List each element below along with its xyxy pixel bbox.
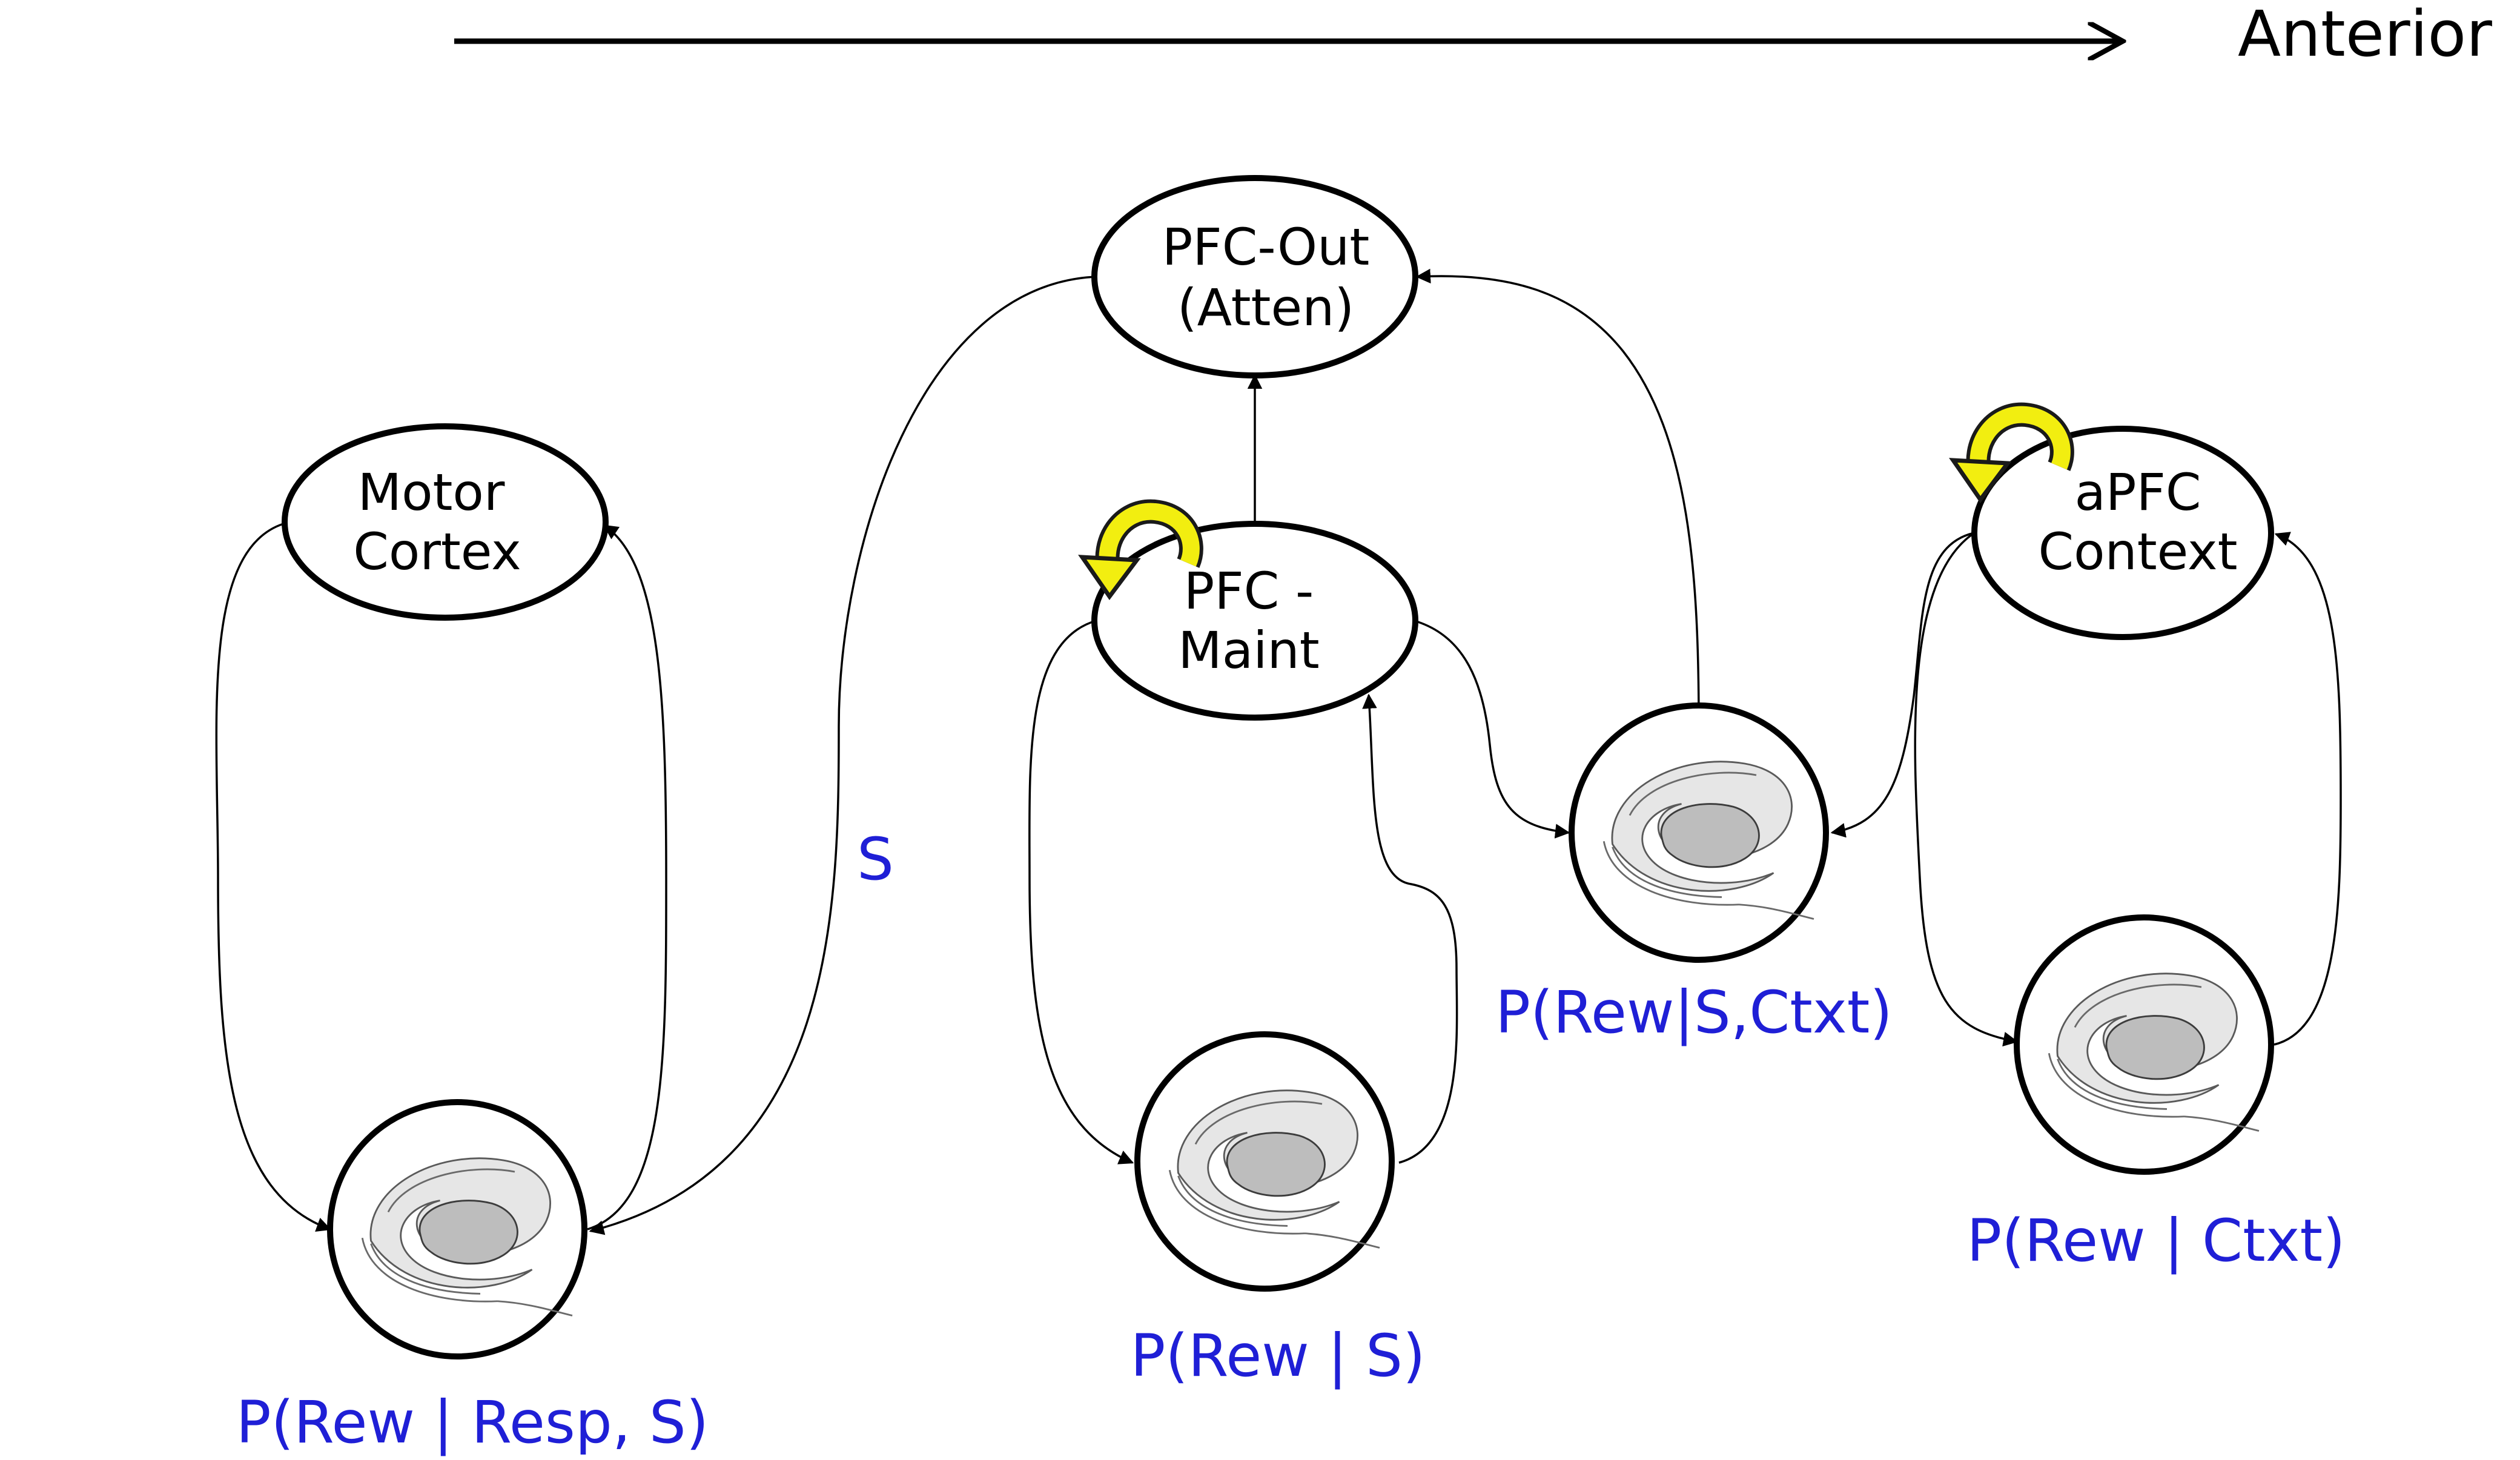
edge-pfc-maint-to-maint-striatum xyxy=(1028,619,1134,1164)
pfc-maint-label-line1: PFC - xyxy=(1184,561,1314,621)
context-striatum-probability-label: P(Rew | Ctxt) xyxy=(1966,1207,2345,1275)
out-striatum-node xyxy=(1569,702,1829,963)
pfc-maint-loop-fill xyxy=(1099,503,1200,575)
apfc-context-label-line1: aPFC xyxy=(2074,463,2201,522)
motor-striatum-node xyxy=(327,1099,587,1359)
apfc-context-loop-fill xyxy=(1969,406,2071,478)
pfc-maint-recurrent-loop-icon xyxy=(1078,499,1203,600)
pfc-out-label-line1: PFC-Out xyxy=(1162,217,1370,277)
apfc-context-label-line2: Context xyxy=(2038,522,2237,581)
motor-cortex-label-line2: Cortex xyxy=(353,522,521,581)
maint-striatum-node xyxy=(1134,1031,1395,1292)
edge-out-striatum-to-pfc-out xyxy=(1415,268,1700,727)
edge-context-striatum-to-apfc-context xyxy=(2274,532,2342,1046)
motor-cortex-label-line1: Motor xyxy=(358,463,505,522)
edge-maint-striatum-to-pfc-maint xyxy=(1362,693,1458,1164)
apfc-context-recurrent-loop-icon xyxy=(1949,402,2074,503)
context-striatum-node xyxy=(2014,914,2274,1175)
pfc-maint-label-line2: Maint xyxy=(1178,621,1319,680)
edge-apfc-context-to-out-striatum xyxy=(1830,532,1975,838)
apfc-context-node: aPFC Context xyxy=(1971,426,2274,640)
motor-cortex-node: Motor Cortex xyxy=(282,423,609,621)
signal-s-label: S xyxy=(857,825,894,893)
edge-striatum-to-motor-cortex xyxy=(587,524,667,1230)
pfc-out-label-line2: (Atten) xyxy=(1177,278,1354,337)
edge-motor-cortex-to-striatum xyxy=(215,523,332,1232)
anterior-axis-label: Anterior xyxy=(2238,0,2492,71)
pfc-maint-node: PFC - Maint xyxy=(1091,521,1418,721)
edge-apfc-context-to-context-striatum xyxy=(1914,532,2019,1047)
out-striatum-probability-label: P(Rew|S,Ctxt) xyxy=(1495,979,1893,1047)
edge-pfc-maint-to-out-striatum xyxy=(1414,619,1570,839)
maint-striatum-probability-label: P(Rew | S) xyxy=(1130,1322,1425,1390)
edge-pfc-out-to-motor-striatum xyxy=(589,276,1097,1235)
pfc-out-node: PFC-Out (Atten) xyxy=(1091,175,1418,378)
motor-striatum-probability-label: P(Rew | Resp, S) xyxy=(236,1389,709,1457)
